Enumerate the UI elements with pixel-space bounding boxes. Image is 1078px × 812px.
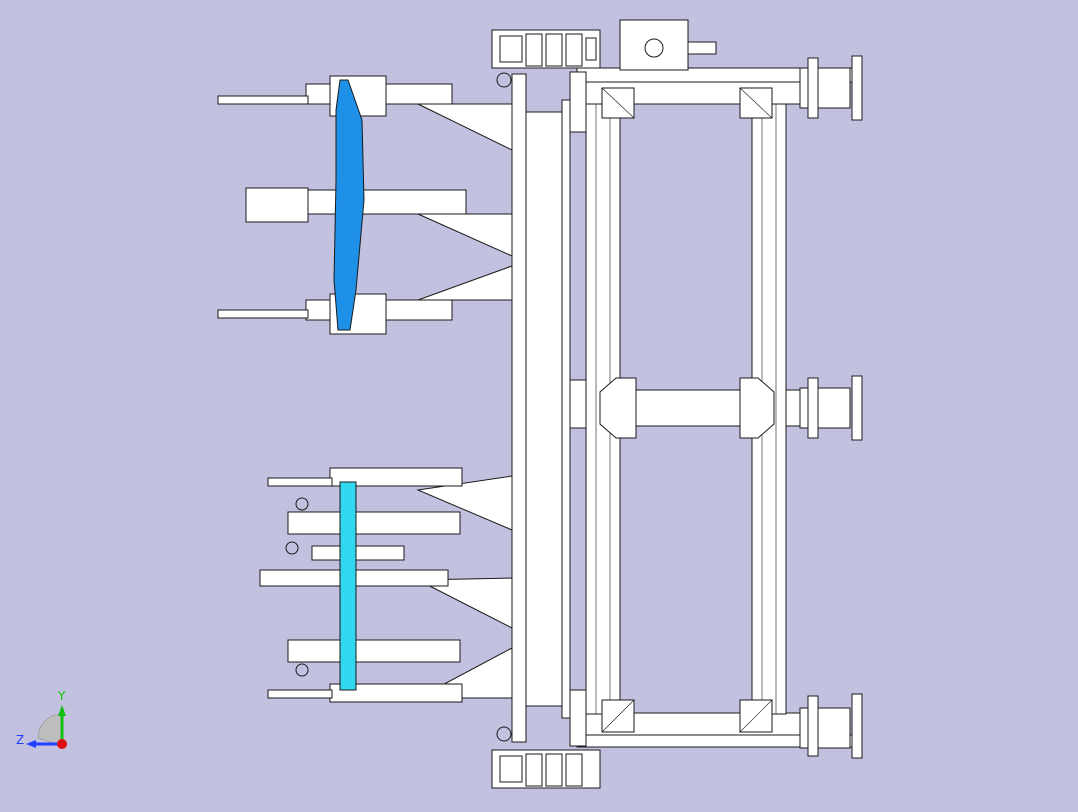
lower-workpiece [339,481,357,691]
axis-triad: Y Z [16,689,67,749]
mounting-flanges [799,55,863,759]
valve-assemblies [491,19,717,789]
fixture-base-plate [496,72,571,743]
upper-workpiece [333,79,365,331]
z-axis-label: Z [16,733,24,747]
y-axis-label: Y [57,689,66,703]
base-frame [569,67,856,748]
